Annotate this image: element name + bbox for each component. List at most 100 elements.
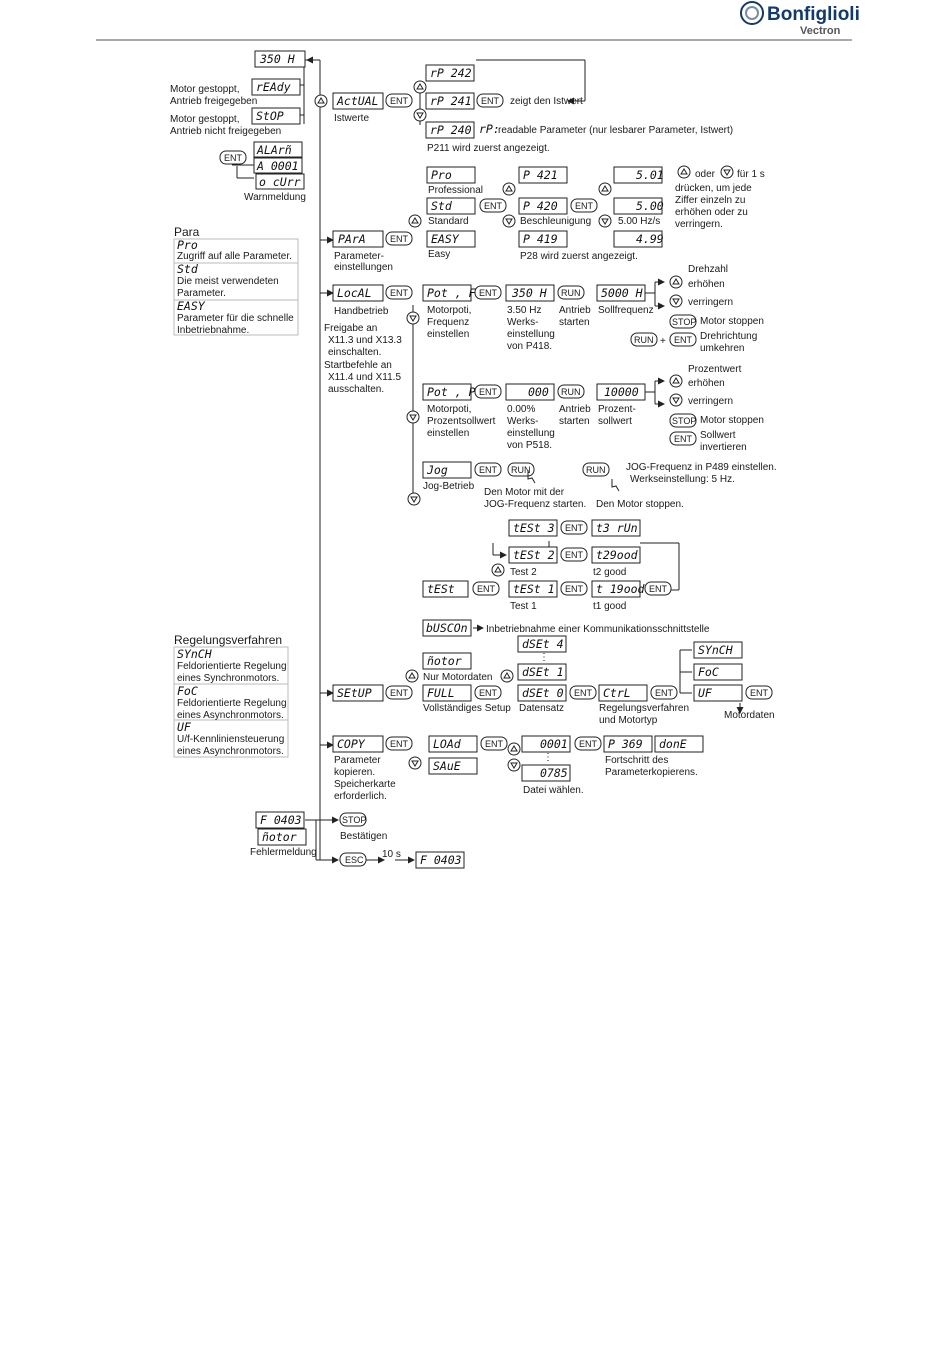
up-arrow-icon[interactable] (669, 374, 683, 388)
up-arrow-icon[interactable] (677, 165, 691, 179)
up-arrow-icon[interactable] (314, 94, 328, 108)
svg-text:dSEt 0: dSEt 0 (522, 686, 564, 700)
local-note-2a: Startbefehle an (324, 360, 392, 371)
potf-label-1: Motorpoti, (427, 305, 471, 316)
stop-button-potp[interactable]: STOP (669, 413, 697, 428)
svg-text:SYnCH: SYnCH (177, 647, 212, 661)
run-button-jog-release[interactable]: RUN (582, 462, 610, 477)
ent-button-test1[interactable]: ENT (560, 581, 588, 596)
ent-button-file[interactable]: ENT (574, 736, 602, 751)
ent-button-uf[interactable]: ENT (745, 685, 773, 700)
ent-button-potf[interactable]: ENT (474, 285, 502, 300)
ent-button-t1good[interactable]: ENT (644, 581, 672, 596)
lcd-save: SAuE (428, 757, 478, 775)
up-arrow-icon[interactable] (502, 182, 516, 196)
up-arrow-icon[interactable] (408, 214, 422, 228)
copy-label-4: erforderlich. (334, 791, 387, 802)
down-arrow-icon[interactable] (406, 311, 420, 325)
logo-emblem-icon (740, 1, 764, 25)
ent-button-dset[interactable]: ENT (569, 685, 597, 700)
up-arrow-icon[interactable] (500, 669, 514, 683)
lcd-p420: P 420 (518, 197, 568, 215)
down-arrow-icon[interactable] (502, 214, 516, 228)
lcd-rp242: rP 242 (425, 64, 475, 82)
ent-button-test3[interactable]: ENT (560, 520, 588, 535)
svg-text:RUN: RUN (511, 465, 531, 475)
svg-text:bUSCOn: bUSCOn (426, 621, 468, 635)
run-button-jog[interactable]: RUN (507, 462, 535, 477)
svg-text:ENT: ENT (485, 739, 504, 749)
svg-text:CtrL: CtrL (603, 686, 631, 700)
run-button-dir[interactable]: RUN (630, 332, 658, 347)
stop-button-fault[interactable]: STOP (339, 812, 367, 827)
ent-button-alarm[interactable]: ENT (219, 150, 247, 165)
svg-text:ENT: ENT (574, 688, 593, 698)
svg-text:t29ood: t29ood (596, 548, 639, 562)
copy-label-3: Speicherkarte (334, 779, 396, 790)
svg-text:STOP: STOP (342, 815, 366, 825)
legend-reg-title: Regelungsverfahren (174, 633, 282, 647)
svg-text:eines Synchronmotors.: eines Synchronmotors. (177, 673, 279, 684)
down-arrow-icon[interactable] (507, 758, 521, 772)
timer-label: 10 s (382, 849, 401, 860)
svg-text:F 0403: F 0403 (420, 853, 462, 867)
up-arrow-icon[interactable] (507, 742, 521, 756)
lcd-test3: tESt 3 (508, 519, 558, 537)
run-button-local[interactable]: RUN (557, 285, 585, 300)
ent-button-local[interactable]: ENT (385, 285, 413, 300)
down-arrow-icon[interactable] (413, 108, 427, 122)
lcd-test1: tESt 1 (508, 580, 558, 598)
esc-button-fault[interactable]: ESC (339, 852, 367, 867)
svg-text:RUN: RUN (561, 387, 581, 397)
down-arrow-icon[interactable] (720, 165, 734, 179)
drehzahl-label: Drehzahl (688, 264, 728, 275)
ent-button-jog[interactable]: ENT (474, 462, 502, 477)
file-label: Datei wählen. (523, 785, 584, 796)
down-arrow-icon[interactable] (406, 410, 420, 424)
up-arrow-icon[interactable] (491, 563, 505, 577)
stop-button-local[interactable]: STOP (669, 314, 697, 329)
ent-button-test[interactable]: ENT (472, 581, 500, 596)
ent-button-rp241[interactable]: ENT (476, 93, 504, 108)
down-arrow-icon[interactable] (407, 492, 421, 506)
svg-text:ENT: ENT (484, 201, 503, 211)
run-button-potp[interactable]: RUN (557, 384, 585, 399)
ent-button-invert[interactable]: ENT (669, 431, 697, 446)
ent-button-full[interactable]: ENT (474, 685, 502, 700)
lcd-h350: 350 H (505, 284, 555, 302)
invert-label-2: invertieren (700, 442, 747, 453)
lcd-p369: P 369 (603, 735, 653, 753)
up-arrow-icon[interactable] (413, 80, 427, 94)
ent-button-para[interactable]: ENT (385, 231, 413, 246)
pro-label: Professional (428, 185, 483, 196)
svg-text:P 420: P 420 (523, 199, 558, 213)
down-arrow-icon[interactable] (408, 756, 422, 770)
svg-text:RUN: RUN (561, 288, 581, 298)
svg-text:ENT: ENT (390, 688, 409, 698)
progress-label-2: Parameterkopierens. (605, 767, 698, 778)
up-arrow-icon[interactable] (598, 182, 612, 196)
svg-text:Std: Std (177, 262, 199, 276)
ent-button-potp[interactable]: ENT (474, 384, 502, 399)
svg-text:dSEt 1: dSEt 1 (522, 665, 564, 679)
ent-button-test2[interactable]: ENT (560, 547, 588, 562)
ent-button-p420[interactable]: ENT (570, 198, 598, 213)
ent-button-load[interactable]: ENT (480, 736, 508, 751)
ent-button-dir[interactable]: ENT (669, 332, 697, 347)
hand-release-icon (611, 479, 620, 492)
ent-button-copy[interactable]: ENT (385, 736, 413, 751)
down-arrow-icon[interactable] (669, 294, 683, 308)
ent-button-ctrl[interactable]: ENT (650, 685, 678, 700)
ent-button-std[interactable]: ENT (479, 198, 507, 213)
jog-note-2: Werkseinstellung: 5 Hz. (630, 474, 735, 485)
svg-text:FoC: FoC (698, 665, 719, 679)
down-arrow-icon[interactable] (598, 214, 612, 228)
up-arrow-icon[interactable] (405, 669, 419, 683)
up-arrow-icon[interactable] (669, 275, 683, 289)
ent-button-setup[interactable]: ENT (385, 685, 413, 700)
h350-label-2: Werks- (507, 317, 538, 328)
svg-text:STOP: STOP (672, 317, 696, 327)
down-arrow-icon[interactable] (669, 393, 683, 407)
ent-button-actual[interactable]: ENT (385, 93, 413, 108)
svg-text:Pot , F: Pot , F (427, 286, 477, 300)
